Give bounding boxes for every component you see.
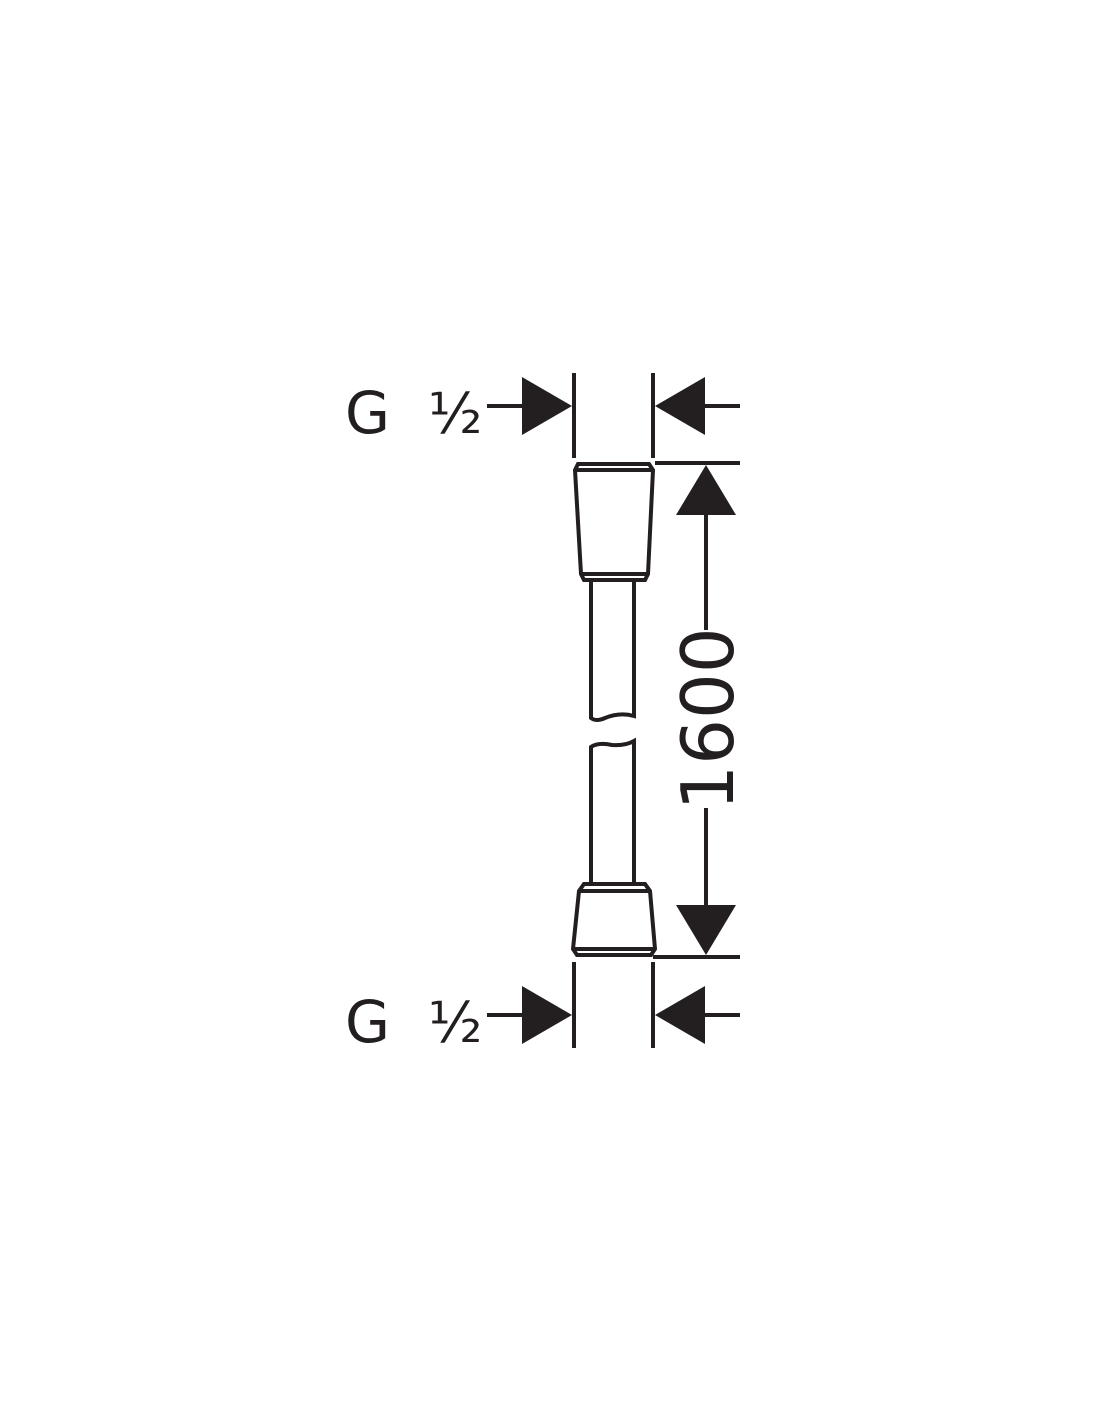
arrow-right-icon [522, 377, 572, 435]
arrow-down-icon [676, 905, 736, 955]
top-thread-label: G [345, 379, 390, 447]
length-dimension-value: 1600 [666, 627, 750, 810]
arrow-left-icon [655, 377, 705, 435]
bottom-thread-dimension [487, 962, 740, 1048]
top-thread-size: ½ [428, 382, 482, 447]
bottom-fitting [570, 882, 658, 957]
top-fitting [572, 462, 656, 582]
top-thread-dimension [487, 373, 740, 458]
hose-upper [589, 580, 636, 722]
arrow-right-icon [522, 986, 572, 1044]
bottom-thread-size: ½ [428, 991, 482, 1056]
arrow-left-icon [655, 986, 705, 1044]
arrow-up-icon [676, 465, 736, 515]
bottom-thread-label: G [345, 988, 390, 1056]
length-dimension [653, 461, 740, 959]
hose-lower [589, 737, 636, 884]
